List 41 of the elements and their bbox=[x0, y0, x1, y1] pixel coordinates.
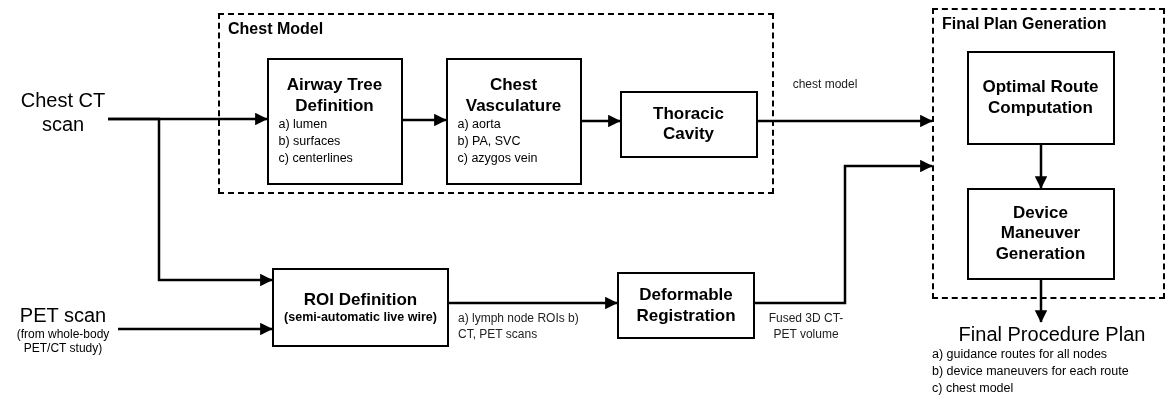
input-label: PET scan bbox=[18, 303, 108, 327]
arrow bbox=[582, 114, 621, 128]
arrow bbox=[1034, 280, 1048, 323]
list-item: c) chest model bbox=[932, 379, 1014, 397]
dashed-group-frame bbox=[932, 8, 1165, 299]
box-title: Optimal Route Computation bbox=[981, 77, 1100, 118]
process-box bbox=[966, 187, 1115, 280]
input-note: (from whole-body PET/CT study) bbox=[15, 327, 111, 356]
process-box bbox=[266, 57, 403, 185]
list-item: a) aorta bbox=[456, 116, 502, 133]
arrow bbox=[108, 117, 273, 287]
list-item: b) device maneuvers for each route bbox=[932, 362, 1129, 380]
arrow bbox=[755, 159, 933, 305]
list-item: b) PA, SVC bbox=[456, 132, 522, 150]
arrow bbox=[758, 114, 933, 128]
list-item: a) guidance routes for all nodes bbox=[932, 346, 1108, 363]
list-item: c) azygos vein bbox=[456, 149, 539, 167]
input-label: Chest CT scan bbox=[19, 88, 107, 136]
output-title: Final Procedure Plan bbox=[958, 322, 1146, 346]
list-item: b) surfaces bbox=[277, 132, 342, 150]
arrow bbox=[118, 322, 273, 336]
list-item: a) lumen bbox=[277, 116, 329, 133]
group-title: Chest Model bbox=[228, 19, 325, 39]
box-subtitle: (semi-automatic live wire) bbox=[283, 310, 438, 326]
box-title: Deformable Registration bbox=[635, 285, 737, 326]
box-title: Thoracic Cavity bbox=[652, 103, 725, 145]
process-box bbox=[619, 90, 758, 158]
process-box bbox=[966, 50, 1115, 145]
box-title: Airway Tree Definition bbox=[285, 75, 384, 117]
list-item: c) centerlines bbox=[277, 149, 354, 167]
process-box bbox=[272, 268, 449, 347]
group-title: Final Plan Generation bbox=[942, 14, 1108, 34]
box-title: ROI Definition bbox=[302, 289, 419, 311]
box-title: Device Maneuver Generation bbox=[994, 202, 1087, 265]
arrow bbox=[403, 113, 447, 127]
dashed-group-frame bbox=[218, 13, 774, 194]
arrow bbox=[1034, 145, 1048, 189]
box-title: Chest Vasculature bbox=[464, 75, 563, 117]
arrow bbox=[449, 296, 618, 310]
process-box bbox=[617, 272, 755, 339]
process-box bbox=[445, 57, 582, 185]
